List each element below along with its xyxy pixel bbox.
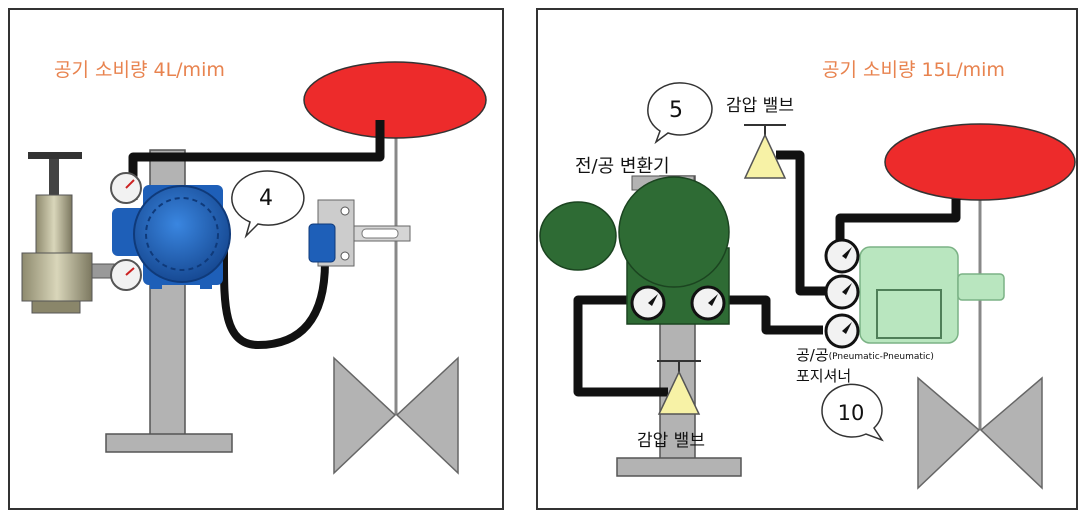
right-pp-positioner-label-sub: (Pneumatic-Pneumatic) — [829, 352, 934, 362]
right-pp-positioner-label-line1: 공/공(Pneumatic-Pneumatic) — [796, 346, 934, 364]
left-callout-bubble: 4 — [231, 170, 305, 239]
right-valve-body-right — [979, 376, 1043, 490]
right-ep-converter — [539, 175, 730, 325]
right-callout-bubble-top: 5 — [647, 82, 713, 145]
right-reducing-valve-bottom-label: 감압 밸브 — [637, 431, 705, 451]
right-panel: 공기 소비량 15L/mim — [536, 8, 1078, 510]
left-callout-number: 4 — [259, 186, 273, 211]
right-tube-converter-to-lower-reducer — [573, 295, 668, 397]
left-valve-body-right — [395, 356, 459, 475]
right-converter-gauge-left-icon — [630, 285, 666, 321]
right-callout-number-bottom: 10 — [838, 401, 865, 425]
left-gauge-top-icon — [110, 172, 142, 204]
left-valve-body-left — [333, 356, 397, 475]
left-feedback-bracket — [308, 199, 411, 267]
right-pp-positioner — [859, 246, 1005, 344]
left-support-base — [105, 433, 233, 453]
right-reducing-valve-top-label: 감압 밸브 — [726, 96, 794, 116]
right-positioner-gauge-3-icon — [824, 313, 860, 349]
left-actuator-diaphragm — [303, 61, 487, 139]
right-reducing-valve-bottom-icon — [657, 360, 701, 415]
right-pp-positioner-label-line2: 포지셔너 — [796, 367, 851, 385]
right-tube-upper-reducer-to-positioner — [776, 150, 830, 296]
right-positioner-gauge-1-icon — [824, 238, 860, 274]
left-air-consumption-label: 공기 소비량 4L/mim — [54, 59, 225, 81]
left-positioner-body — [112, 185, 231, 289]
right-tube-converter-to-positioner — [722, 295, 823, 335]
left-feedback-cable — [219, 246, 329, 350]
right-support-base — [616, 457, 742, 477]
right-positioner-gauge-2-icon — [824, 274, 860, 310]
right-tube-positioner-to-actuator — [835, 199, 961, 250]
right-callout-number-top: 5 — [669, 98, 683, 123]
right-converter-gauge-right-icon — [690, 285, 726, 321]
left-gauge-bottom-icon — [110, 259, 142, 291]
right-callout-bubble-bottom: 10 — [821, 383, 884, 442]
left-panel: 공기 소비량 4L/mim — [8, 8, 504, 510]
right-reducing-valve-top-icon — [743, 124, 787, 179]
right-air-consumption-label: 공기 소비량 15L/mim — [822, 59, 1005, 81]
right-valve-body-left — [917, 376, 981, 490]
right-pp-positioner-label-main: 공/공 — [796, 346, 829, 364]
left-filter-regulator — [21, 152, 115, 314]
right-ep-converter-label: 전/공 변환기 — [575, 156, 670, 177]
right-actuator-diaphragm — [884, 123, 1076, 201]
